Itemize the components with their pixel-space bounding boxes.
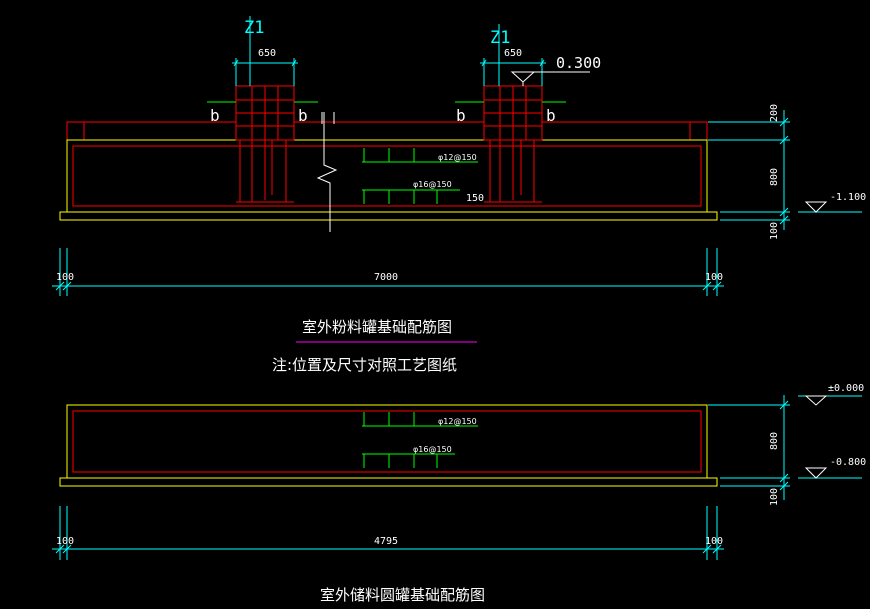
drawing1-column-dimensions <box>232 16 546 86</box>
drawing1-section-mark-1: b <box>210 106 220 125</box>
drawing1-section-mark-2: b <box>298 106 308 125</box>
drawing1-break-line <box>316 112 338 232</box>
drawing1-span-dimensions <box>52 248 724 296</box>
drawing2-rebar-bottom-label: φ16@150 <box>413 445 452 454</box>
drawing2-rebar-marks <box>362 412 478 468</box>
drawing2-rebar-top-label: φ12@150 <box>438 417 477 426</box>
drawing1-bottom-elevation-marker <box>804 201 828 213</box>
drawing1-column-tag-left: Z1 <box>244 18 264 38</box>
drawing1-dim-150: 150 <box>466 193 484 204</box>
drawing1-elevation-bottom: -1.100 <box>830 192 866 203</box>
drawing1-column-width-left: 650 <box>258 48 276 59</box>
drawing1-inner-rebar-cage <box>72 145 702 207</box>
drawing1-dim-right-end: 100 <box>705 272 723 283</box>
drawing1-title: 室外粉料罐基础配筋图 <box>302 318 452 336</box>
drawing1-foundation <box>52 16 862 343</box>
drawing1-column-width-right: 650 <box>504 48 522 59</box>
drawing1-rebar-bottom-label: φ16@150 <box>413 180 452 189</box>
drawing2-title: 室外储料圆罐基础配筋图 <box>320 586 485 604</box>
drawing2-elevation-top: ±0.000 <box>828 383 864 394</box>
drawing1-dim-right-200: 200 <box>769 104 780 122</box>
drawing1-dim-span: 7000 <box>374 272 398 283</box>
drawing1-dim-right-100: 100 <box>769 222 780 240</box>
drawing2-foundation <box>52 395 862 560</box>
drawing2-span-dimensions <box>52 506 724 560</box>
drawing2-dim-right-800: 800 <box>769 432 780 450</box>
drawing2-dim-right-100: 100 <box>769 488 780 506</box>
drawing1-top-elevation-marker <box>510 71 590 86</box>
drawing2-main-body <box>66 404 708 479</box>
drawing2-dim-span: 4795 <box>374 536 398 547</box>
drawing1-rebar-top-label: φ12@150 <box>438 153 477 162</box>
drawing1-top-elevation: 0.300 <box>556 54 601 72</box>
drawing2-top-elevation-marker <box>804 395 828 406</box>
drawing2-dim-left-100: 100 <box>56 536 74 547</box>
drawing1-note: 注:位置及尺寸对照工艺图纸 <box>272 356 457 374</box>
drawing2-mid-elevation-marker <box>804 467 828 479</box>
drawing1-column-tag-right: Z1 <box>490 28 510 48</box>
drawing1-dim-left-100: 100 <box>56 272 74 283</box>
drawing1-main-body <box>66 139 708 213</box>
drawing1-section-mark-3: b <box>456 106 466 125</box>
drawing1-dim-right-800: 800 <box>769 168 780 186</box>
drawing2-inner-rebar-cage <box>72 410 702 473</box>
drawing1-section-mark-4: b <box>546 106 556 125</box>
drawing2-elevation-mid: -0.800 <box>830 457 866 468</box>
drawing1-rebar-marks <box>207 101 566 204</box>
drawing2-dim-right-end: 100 <box>705 536 723 547</box>
drawing1-right-dimensions <box>708 110 862 230</box>
